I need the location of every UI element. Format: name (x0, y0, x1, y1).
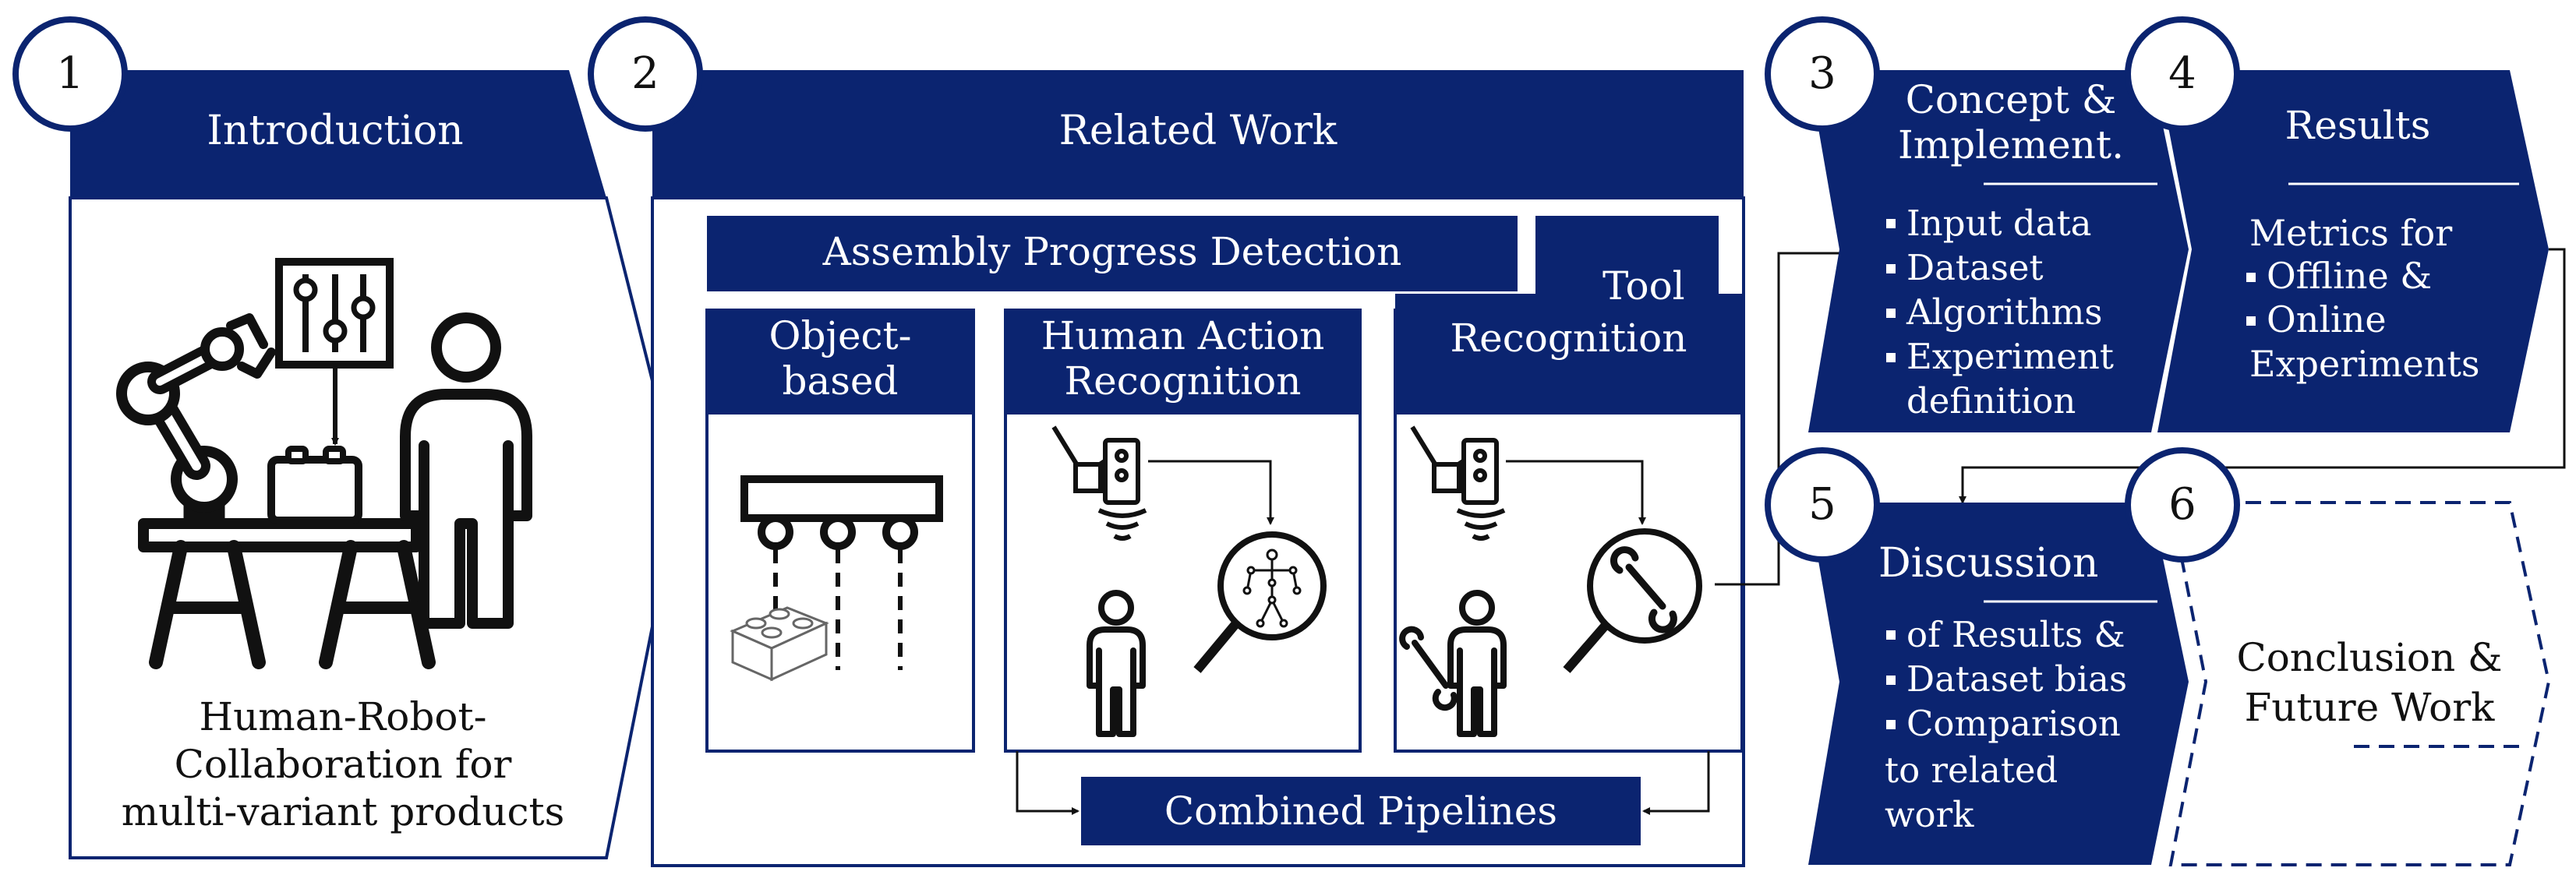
step-5-shape (1808, 503, 2189, 865)
step-3-title: Concept & Implement. (1855, 77, 2167, 168)
har-panel (1004, 309, 1362, 753)
caption-line: multi-variant products (121, 789, 565, 834)
list-line: to related (1885, 750, 2058, 791)
step-4-shape (2157, 70, 2549, 432)
step-6-title: Conclusion & Future Work (2206, 633, 2533, 732)
title-line: Recognition (1064, 358, 1302, 404)
step-4-list-continuation: Experiments (2249, 343, 2480, 385)
workpiece-icon (267, 446, 362, 524)
number-circle-icon (12, 16, 2240, 563)
skeleton-magnifier-icon (1193, 531, 1327, 673)
control-panel-icon (275, 258, 394, 446)
arrow-icon (1016, 751, 1080, 815)
combined-pipelines-box (1081, 777, 1641, 845)
step-5-list-continuation: to related work (1885, 748, 2058, 837)
combined-pipelines-label: Combined Pipelines (1164, 788, 1558, 834)
list-item: of Results & (1885, 612, 2127, 657)
step-4-number: 4 (2168, 48, 2196, 99)
list-item: Algorithms (1885, 290, 2114, 334)
title-line: Implement. (1898, 122, 2124, 168)
step-3-shape (1808, 70, 2189, 432)
overhead-camera-icon (740, 475, 943, 670)
list-item: Dataset bias (1885, 657, 2127, 701)
title-line: Concept & (1905, 77, 2117, 122)
har-title: Human Action Recognition (1005, 313, 1360, 404)
tool-title-line-1: Tool (1602, 263, 1685, 309)
title-line: Human Action (1041, 313, 1325, 358)
step-2-title: Related Work (1058, 108, 1337, 154)
step-4-title: Results (2284, 103, 2431, 148)
person-icon (1447, 590, 1507, 737)
list-line: work (1885, 794, 1974, 836)
arrow-icon (1506, 460, 1646, 525)
depth-camera-icon (1051, 425, 1147, 541)
step-4-lead: Metrics for (2249, 212, 2453, 254)
step-5-title: Discussion (1878, 540, 2099, 587)
title-line: Object- (769, 313, 912, 358)
title-line: based (782, 358, 899, 404)
title-line: Future Work (2244, 685, 2495, 730)
object-based-title: Object- based (707, 313, 974, 404)
caption-line: Collaboration for (174, 742, 512, 787)
wrench-icon (1399, 626, 1458, 711)
step-6-number: 6 (2168, 479, 2196, 530)
step-5-number: 5 (1808, 479, 1836, 530)
arrow-icon (1959, 248, 2566, 504)
wrench-magnifier-icon (1563, 528, 1702, 673)
step-2-number: 2 (631, 48, 659, 99)
caption-line: Human-Robot- (199, 694, 487, 739)
list-item: Input data (1885, 201, 2114, 245)
tool-title-line-2: Recognition (1450, 316, 1687, 361)
step-3-list-continuation: definition (1906, 380, 2076, 422)
robot-arm-icon (116, 313, 276, 524)
step-6-shape (2168, 501, 2551, 866)
person-icon (1087, 590, 1146, 737)
title-line: Conclusion & (2236, 635, 2503, 680)
list-item: Dataset (1885, 245, 2114, 290)
step-3-number: 3 (1808, 48, 1836, 99)
list-item: Online (2245, 298, 2432, 341)
depth-camera-icon (1410, 425, 1506, 541)
step-1-number: 1 (56, 48, 84, 99)
list-item: Comparison (1885, 701, 2127, 746)
arrow-icon (1148, 460, 1274, 525)
apd-label: Assembly Progress Detection (822, 229, 1402, 274)
worker-icon (400, 312, 532, 629)
step-1-caption: Human-Robot- Collaboration for multi-var… (78, 693, 608, 836)
list-item: Offline & (2245, 254, 2432, 298)
lego-brick-icon (730, 606, 829, 682)
arrow-icon (1642, 751, 1710, 815)
step-5-list: of Results & Dataset bias Comparison (1885, 612, 2127, 746)
step-4-list: Offline & Online (2245, 254, 2432, 341)
workbench-icon (138, 518, 436, 669)
list-item: Experiment (1885, 334, 2114, 379)
step-1-title: Introduction (207, 108, 464, 154)
arrow-icon (1715, 249, 1876, 586)
step-3-list: Input data Dataset Algorithms Experiment (1885, 201, 2114, 379)
